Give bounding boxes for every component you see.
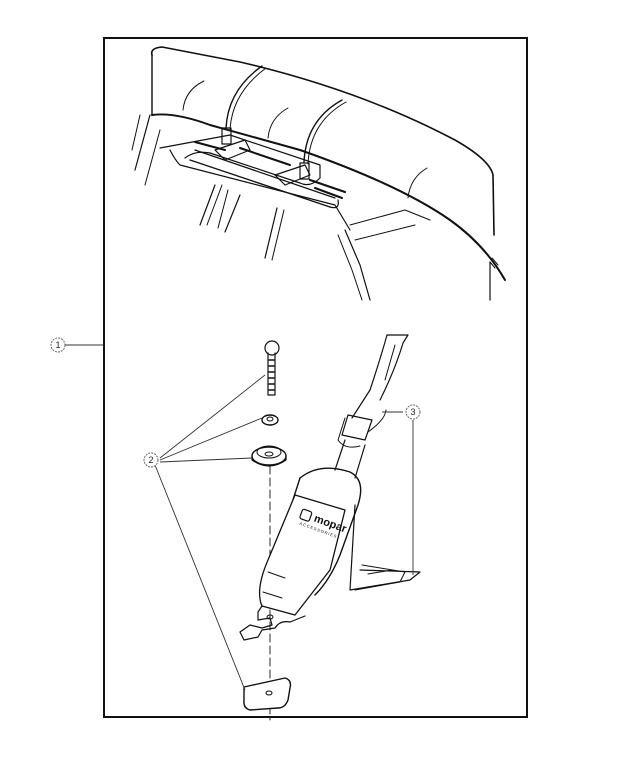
- base-plate: [243, 677, 292, 711]
- svg-text:1: 1: [55, 340, 60, 350]
- callout-2[interactable]: 2: [143, 452, 159, 468]
- callout-1[interactable]: 1: [50, 337, 66, 353]
- diagram-frame: [103, 37, 528, 718]
- installed-view: [131, 46, 506, 301]
- mopar-logo: [299, 508, 313, 522]
- leader-lines: [65, 344, 414, 691]
- grommet: [251, 445, 287, 467]
- bolt: [264, 340, 280, 396]
- svg-text:3: 3: [410, 407, 415, 417]
- callout-3[interactable]: 3: [405, 404, 421, 420]
- svg-text:2: 2: [148, 455, 153, 465]
- exploded-view: [239, 334, 421, 721]
- washer: [261, 414, 279, 426]
